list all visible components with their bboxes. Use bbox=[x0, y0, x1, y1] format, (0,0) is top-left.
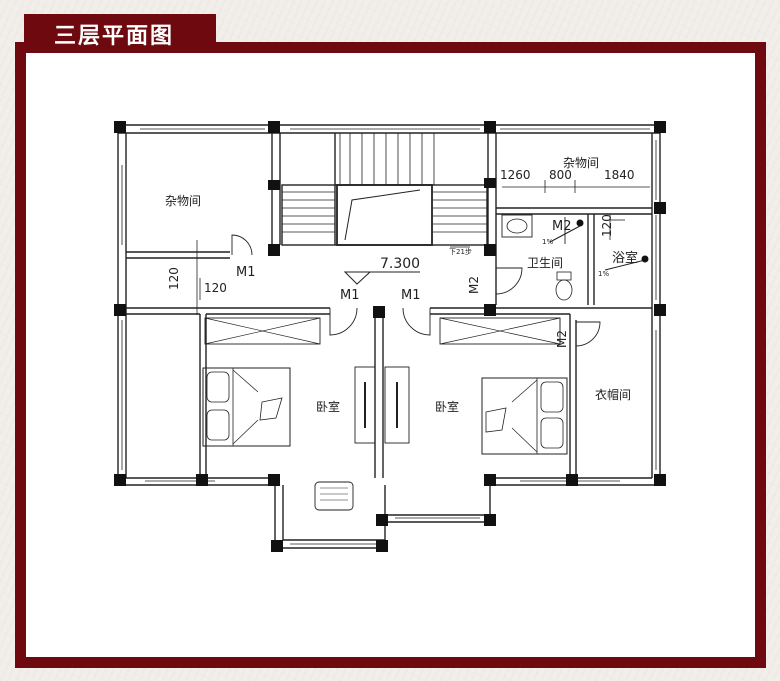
stair-note: 下21步 bbox=[449, 248, 472, 256]
door-label-m2-a: M2 bbox=[552, 219, 572, 234]
page-title: 三层平面图 bbox=[54, 24, 175, 49]
dim-wall-b: 120 bbox=[204, 281, 227, 295]
picture-frame bbox=[15, 42, 766, 668]
slope-label-2: 1% bbox=[598, 270, 609, 278]
door-label-m2-c: M2 bbox=[555, 330, 569, 348]
dim-mid: 800 bbox=[549, 168, 572, 182]
slope-label-1: 1% bbox=[542, 238, 553, 246]
room-label-bath: 浴室 bbox=[612, 250, 638, 266]
room-label-storage-left: 杂物间 bbox=[165, 194, 201, 208]
room-label-toilet: 卫生间 bbox=[527, 256, 563, 270]
room-label-bedroom-left: 卧室 bbox=[316, 399, 340, 414]
title-banner: 三层平面图 bbox=[24, 14, 216, 49]
room-label-wardrobe: 衣帽间 bbox=[595, 387, 631, 402]
elevation-label: 7.300 bbox=[380, 256, 420, 272]
door-label-m2-b: M2 bbox=[467, 276, 481, 294]
dim-wall-a: 120 bbox=[167, 267, 181, 290]
room-label-storage-top: 杂物间 bbox=[563, 156, 599, 170]
dim-left: 1260 bbox=[500, 168, 531, 182]
dim-right: 1840 bbox=[604, 168, 635, 182]
door-label-m1-c: M1 bbox=[401, 288, 421, 303]
frame-mat bbox=[26, 53, 755, 657]
door-label-m1-a: M1 bbox=[236, 265, 256, 280]
door-label-m1-b: M1 bbox=[340, 288, 360, 303]
dim-wall-c: 120 bbox=[600, 214, 614, 237]
room-label-bedroom-right: 卧室 bbox=[435, 399, 459, 414]
